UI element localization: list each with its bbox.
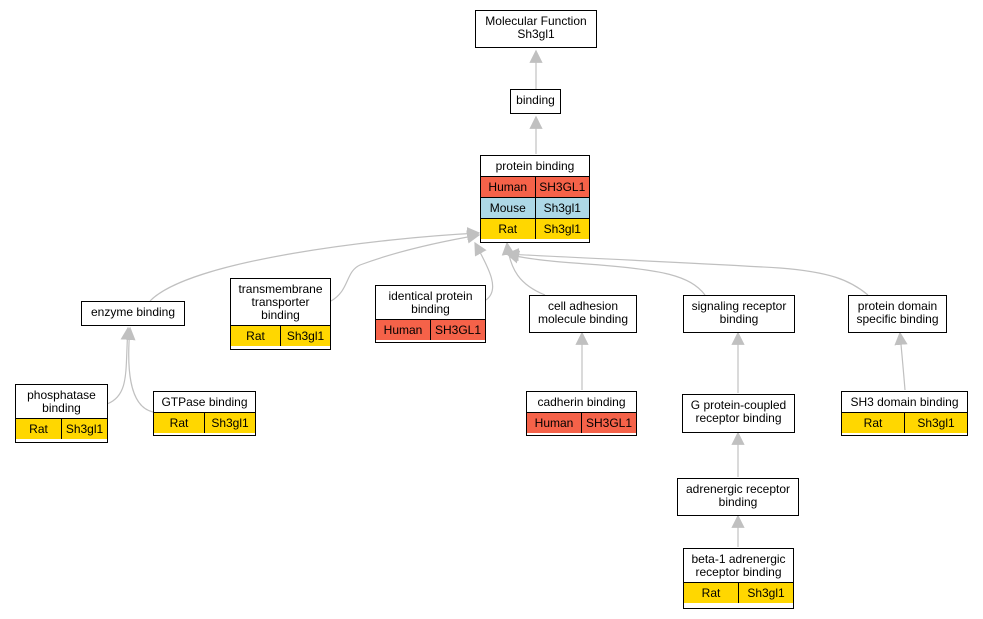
- gene-cell: SH3GL1: [581, 412, 636, 433]
- node-adrenergic-receptor-binding[interactable]: adrenergic receptor binding: [677, 478, 799, 516]
- node-protein-domain-specific-binding[interactable]: protein domain specific binding: [848, 295, 947, 333]
- annotation-row-rat: Rat Sh3gl1: [842, 412, 967, 433]
- species-cell: Rat: [842, 412, 905, 433]
- node-label: cell adhesion molecule binding: [537, 299, 629, 326]
- node-sh3-domain-binding[interactable]: SH3 domain binding Rat Sh3gl1: [841, 391, 968, 436]
- node-enzyme-binding[interactable]: enzyme binding: [81, 301, 185, 326]
- gene-cell: Sh3gl1: [534, 218, 589, 239]
- species-cell: Mouse: [481, 197, 535, 219]
- annotation-row-rat: Rat Sh3gl1: [154, 412, 255, 433]
- gene-cell: Sh3gl1: [738, 582, 793, 603]
- species-cell: Human: [376, 319, 431, 340]
- node-label: cadherin binding: [537, 395, 626, 409]
- edge-sh3-to-domain: [894, 331, 908, 391]
- annotation-row-rat: Rat Sh3gl1: [231, 325, 330, 346]
- node-label: signaling receptor binding: [691, 299, 787, 326]
- annotation-row-human: Human SH3GL1: [376, 319, 485, 340]
- node-label: G protein-coupled receptor binding: [690, 398, 787, 425]
- node-identical-protein-binding[interactable]: identical protein binding Human SH3GL1: [375, 285, 486, 343]
- node-label: enzyme binding: [90, 305, 176, 319]
- gene-cell: Sh3gl1: [534, 197, 589, 219]
- edge-signaling-to-protein: [505, 250, 706, 296]
- species-cell: Rat: [154, 412, 205, 433]
- gene-cell: Sh3gl1: [204, 412, 255, 433]
- node-label: phosphatase binding: [27, 388, 96, 415]
- node-label: beta-1 adrenergic receptor binding: [691, 552, 786, 579]
- species-cell: Human: [527, 412, 582, 433]
- node-phosphatase-binding[interactable]: phosphatase binding Rat Sh3gl1: [15, 384, 108, 443]
- annotation-table: Rat Sh3gl1: [842, 412, 967, 433]
- edge-identical-to-protein: [474, 241, 494, 301]
- annotation-row-mouse: Mouse Sh3gl1: [481, 197, 589, 219]
- annotation-row-rat: Rat Sh3gl1: [481, 218, 589, 239]
- node-label: Molecular Function Sh3gl1: [485, 14, 587, 41]
- species-cell: Human: [481, 176, 535, 198]
- species-cell: Rat: [481, 218, 535, 239]
- node-molecular-function[interactable]: Molecular Function Sh3gl1: [475, 10, 597, 48]
- edge-transmembrane-to-protein: [330, 230, 481, 302]
- edge-phosphatase-to-enzyme: [106, 326, 134, 405]
- annotation-row-human: Human SH3GL1: [527, 412, 636, 433]
- node-protein-binding[interactable]: protein binding Human SH3GL1 Mouse Sh3gl…: [480, 155, 590, 243]
- node-cadherin-binding[interactable]: cadherin binding Human SH3GL1: [526, 391, 637, 436]
- edge-gtpase-to-enzyme: [122, 326, 154, 413]
- node-beta-1-adrenergic-receptor-binding[interactable]: beta-1 adrenergic receptor binding Rat S…: [683, 548, 794, 609]
- annotation-row-rat: Rat Sh3gl1: [684, 582, 793, 603]
- node-label: protein domain specific binding: [856, 299, 939, 326]
- node-label: transmembrane transporter binding: [238, 282, 323, 322]
- node-gtpase-binding[interactable]: GTPase binding Rat Sh3gl1: [153, 391, 256, 436]
- annotation-table: Rat Sh3gl1: [684, 582, 793, 603]
- annotation-row-human: Human SH3GL1: [481, 176, 589, 198]
- node-cell-adhesion-molecule-binding[interactable]: cell adhesion molecule binding: [529, 295, 637, 333]
- node-binding[interactable]: binding: [510, 89, 561, 114]
- annotation-table: Human SH3GL1 Mouse Sh3gl1 Rat Sh3gl1: [481, 176, 589, 239]
- node-label: adrenergic receptor binding: [685, 482, 791, 509]
- annotation-table: Rat Sh3gl1: [231, 325, 330, 346]
- annotation-table: Rat Sh3gl1: [154, 412, 255, 433]
- annotation-table: Rat Sh3gl1: [16, 418, 107, 439]
- node-label: binding: [516, 93, 555, 107]
- node-transmembrane-transporter-binding[interactable]: transmembrane transporter binding Rat Sh…: [230, 278, 331, 350]
- species-cell: Rat: [16, 418, 62, 439]
- edge-enzyme-to-protein: [149, 227, 481, 302]
- species-cell: Rat: [231, 325, 281, 346]
- node-signaling-receptor-binding[interactable]: signaling receptor binding: [683, 295, 795, 333]
- edge-domain-to-protein: [505, 248, 869, 296]
- gene-cell: Sh3gl1: [904, 412, 967, 433]
- node-label: identical protein binding: [388, 289, 473, 316]
- node-label: SH3 domain binding: [850, 395, 959, 409]
- annotation-row-rat: Rat Sh3gl1: [16, 418, 107, 439]
- gene-cell: SH3GL1: [430, 319, 485, 340]
- gene-cell: SH3GL1: [534, 176, 589, 198]
- node-label: protein binding: [495, 159, 575, 173]
- annotation-table: Human SH3GL1: [527, 412, 636, 433]
- species-cell: Rat: [684, 582, 739, 603]
- annotation-table: Human SH3GL1: [376, 319, 485, 340]
- gene-cell: Sh3gl1: [280, 325, 330, 346]
- gene-cell: Sh3gl1: [61, 418, 107, 439]
- node-label: GTPase binding: [161, 395, 248, 409]
- node-g-protein-coupled-receptor-binding[interactable]: G protein-coupled receptor binding: [682, 394, 795, 433]
- edge-celladhesion-to-protein: [501, 241, 546, 296]
